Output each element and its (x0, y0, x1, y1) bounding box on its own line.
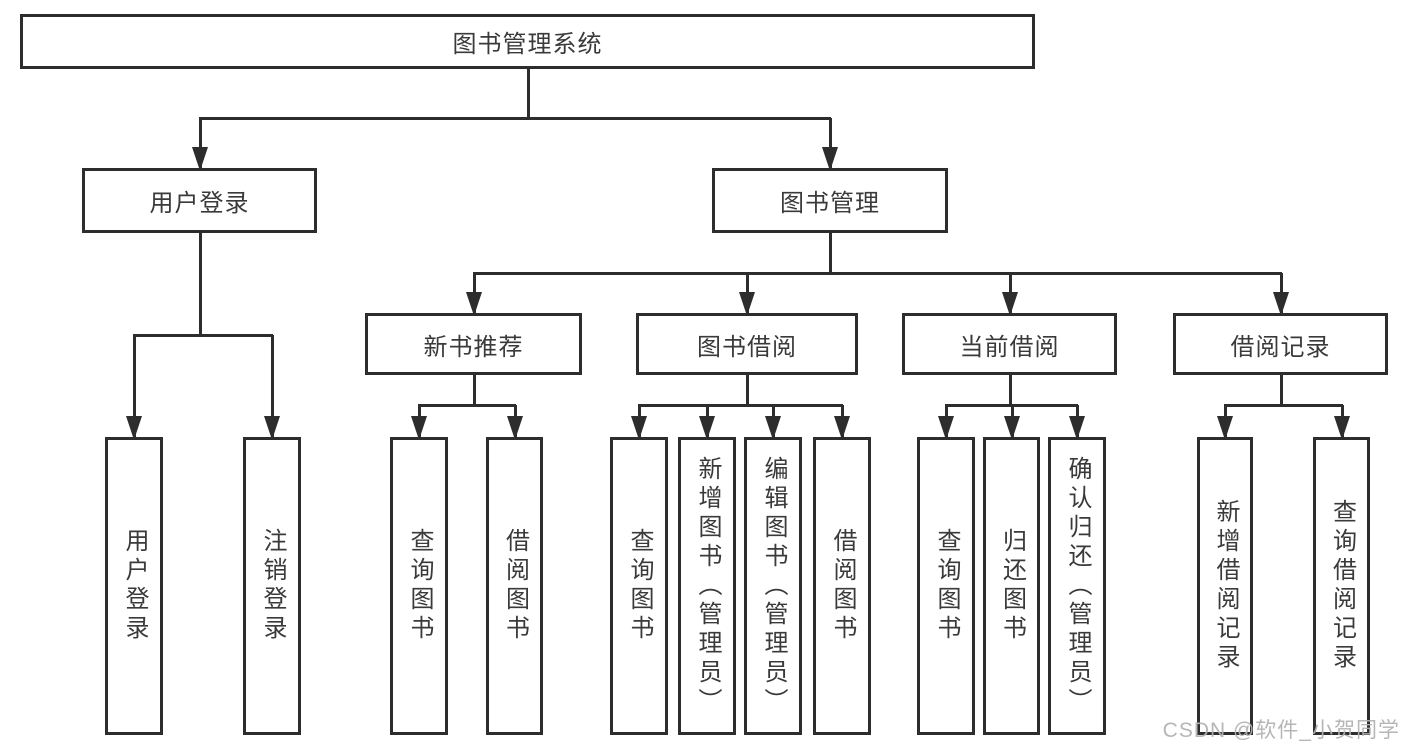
connector-line (829, 118, 832, 168)
connector-line (638, 404, 843, 407)
connector-line (472, 375, 476, 405)
connector-line (198, 233, 202, 335)
node-label: 注销登录 (259, 528, 286, 644)
node-label: 图书管理系统 (452, 31, 603, 58)
arrowhead-icon (822, 147, 838, 171)
node-new-book-rec: 新书推荐 (365, 313, 582, 375)
node-cb-return-book: 归还图书 (983, 437, 1040, 735)
node-br-add-record: 新增借阅记录 (1197, 437, 1253, 735)
connector-line (1279, 375, 1283, 405)
connector-line (198, 118, 202, 168)
node-label: 归还图书 (998, 528, 1026, 644)
connector-line (472, 272, 1282, 275)
arrowhead-icon (834, 416, 850, 440)
node-bb-edit-book: 编辑图书（管理员） (744, 437, 802, 735)
arrowhead-icon (699, 416, 715, 440)
connector-line (271, 335, 274, 437)
node-login: 用户登录 (105, 437, 163, 735)
node-label: 新增借阅记录 (1212, 499, 1239, 673)
node-bb-add-book: 新增图书（管理员） (678, 437, 736, 735)
connector-line (1008, 375, 1012, 405)
arrowhead-icon (1272, 292, 1289, 316)
connector-line (133, 335, 136, 437)
connector-line (746, 375, 749, 405)
arrowhead-icon (1069, 416, 1085, 440)
node-label: 确认归还（管理员） (1064, 455, 1091, 717)
connector-line (133, 334, 273, 337)
node-book-mgmt: 图书管理 (712, 168, 948, 233)
arrowhead-icon (191, 147, 208, 171)
node-label: 用户登录 (121, 528, 148, 644)
connector-line (418, 404, 516, 407)
arrowhead-icon (506, 416, 523, 440)
arrowhead-icon (465, 292, 482, 316)
node-label: 借阅图书 (829, 528, 856, 644)
csdn-watermark: CSDN @软件_小贺同学 (1162, 719, 1400, 742)
node-cb-confirm-return: 确认归还（管理员） (1048, 437, 1106, 735)
node-label: 图书借阅 (697, 333, 797, 361)
node-root: 图书管理系统 (20, 14, 1035, 69)
connector-line (1224, 404, 1343, 407)
arrowhead-icon (126, 416, 142, 440)
node-bb-query-book: 查询图书 (610, 437, 668, 735)
node-label: 新增图书（管理员） (694, 455, 721, 717)
arrowhead-icon (1001, 292, 1018, 316)
node-label: 图书管理 (780, 190, 880, 217)
node-cb-query-book: 查询图书 (917, 437, 975, 735)
node-bb-borrow-book: 借阅图书 (813, 437, 871, 735)
node-current-borrow: 当前借阅 (902, 313, 1117, 375)
connector-line (198, 117, 831, 120)
node-rec-borrow-book: 借阅图书 (486, 437, 543, 735)
node-logout: 注销登录 (243, 437, 301, 735)
node-label: 新书推荐 (423, 333, 524, 361)
node-br-query-record: 查询借阅记录 (1313, 437, 1370, 735)
node-label: 用户登录 (149, 190, 250, 217)
node-label: 编辑图书（管理员） (760, 455, 787, 717)
arrowhead-icon (1217, 416, 1233, 440)
arrowhead-icon (739, 292, 755, 316)
node-borrow-records: 借阅记录 (1173, 313, 1388, 375)
arrowhead-icon (938, 416, 954, 440)
node-label: 查询借阅记录 (1328, 499, 1356, 673)
node-label: 查询图书 (933, 528, 960, 644)
arrowhead-icon (264, 416, 280, 440)
node-label: 查询图书 (406, 528, 433, 644)
connector-line (829, 233, 832, 273)
node-user-login: 用户登录 (82, 168, 317, 233)
arrowhead-icon (411, 416, 427, 440)
arrowhead-icon (1333, 416, 1350, 440)
node-rec-query-book: 查询图书 (390, 437, 448, 735)
node-label: 当前借阅 (959, 333, 1060, 361)
connector-line (526, 69, 530, 118)
node-book-borrow: 图书借阅 (636, 313, 858, 375)
node-label: 借阅图书 (501, 528, 529, 644)
node-label: 借阅记录 (1230, 333, 1331, 361)
arrowhead-icon (765, 416, 781, 440)
arrowhead-icon (631, 416, 647, 440)
node-label: 查询图书 (626, 528, 653, 644)
arrowhead-icon (1003, 416, 1020, 440)
